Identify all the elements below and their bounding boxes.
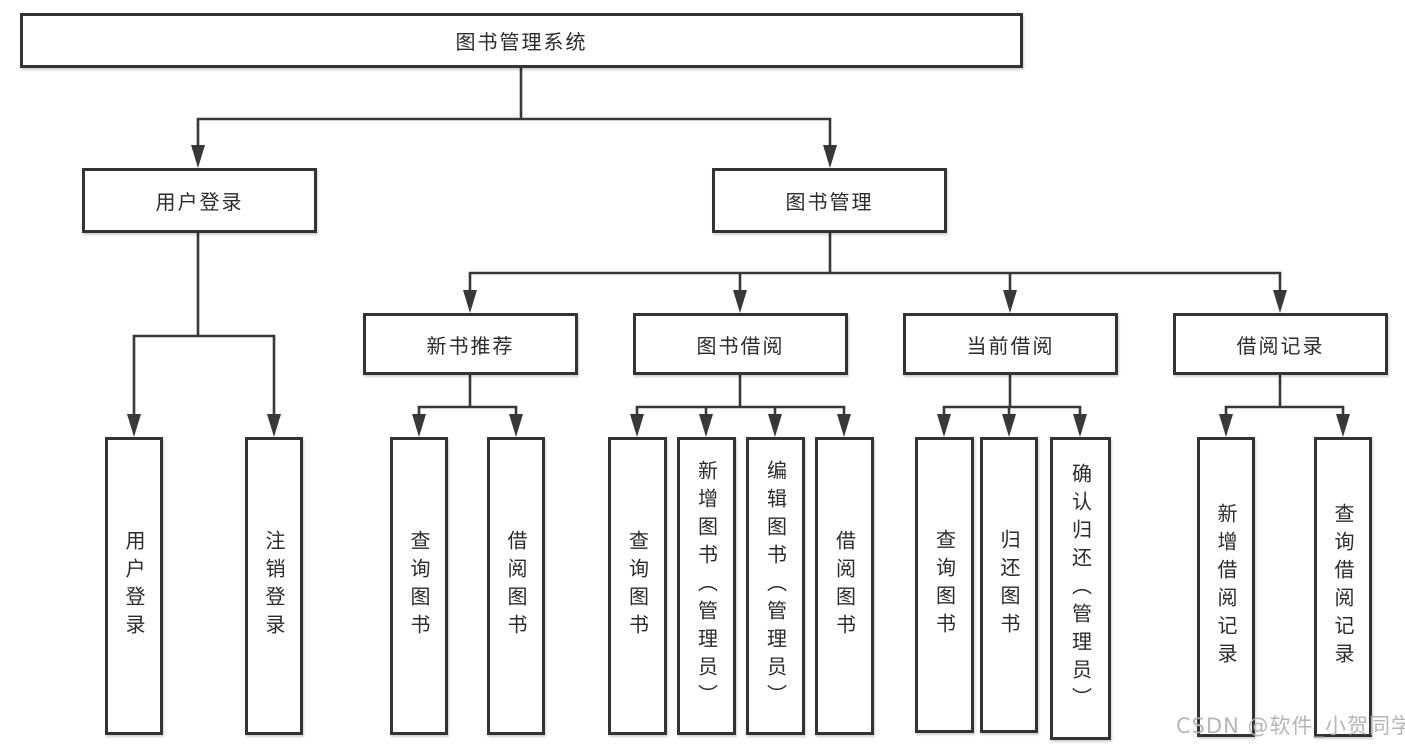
branch-node-book-management: 图书管理 — [712, 168, 947, 233]
leaf-node-query-books-recommend: 查询图书 — [390, 437, 448, 735]
leaf-node-user-login: 用户登录 — [105, 437, 163, 735]
csdn-watermark: CSDN @软件_小贺同学 — [1176, 714, 1405, 738]
leaf-node-add-borrow-record: 新增借阅记录 — [1197, 437, 1255, 737]
leaf-node-query-books-borrow: 查询图书 — [608, 437, 667, 735]
leaf-node-confirm-return-admin: 确认归还（管理员） — [1050, 437, 1111, 740]
section-node-new-book-recommendation: 新书推荐 — [363, 313, 578, 375]
leaf-node-logout: 注销登录 — [245, 437, 303, 735]
section-node-borrowing-records: 借阅记录 — [1173, 313, 1388, 375]
leaf-node-borrow-books-recommend: 借阅图书 — [487, 437, 545, 735]
section-node-current-borrowing: 当前借阅 — [903, 313, 1118, 375]
leaf-node-query-borrow-record: 查询借阅记录 — [1314, 437, 1372, 737]
root-node-library-management-system: 图书管理系统 — [20, 13, 1023, 68]
leaf-node-edit-books-admin: 编辑图书（管理员） — [746, 437, 805, 735]
leaf-node-return-books: 归还图书 — [980, 437, 1038, 733]
section-node-book-borrowing: 图书借阅 — [633, 313, 848, 375]
leaf-node-add-books-admin: 新增图书（管理员） — [677, 437, 736, 735]
leaf-node-borrow-books: 借阅图书 — [815, 437, 874, 735]
branch-node-user-login: 用户登录 — [82, 168, 317, 233]
leaf-node-query-books-current: 查询图书 — [915, 437, 974, 733]
